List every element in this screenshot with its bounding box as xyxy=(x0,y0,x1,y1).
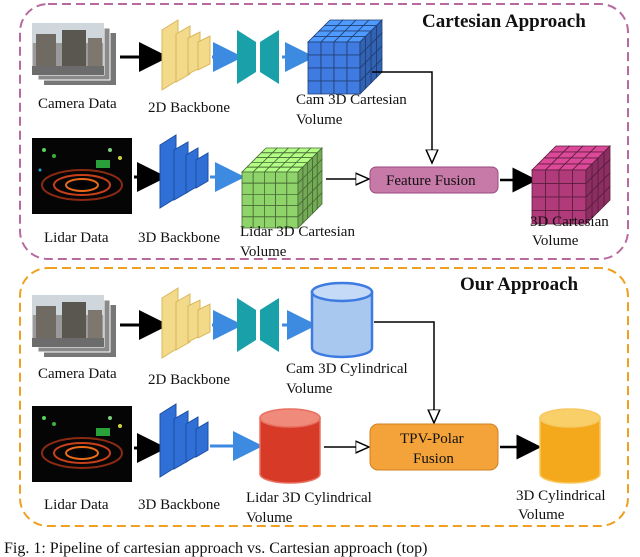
encoder-bottom xyxy=(237,298,256,352)
cartesian-panel xyxy=(19,3,629,260)
our-approach-title: Our Approach xyxy=(460,274,579,295)
lidar-data-image-bottom xyxy=(32,406,132,482)
backbone-3d-top xyxy=(159,134,209,209)
lidar-cylindrical-volume xyxy=(259,408,321,484)
cam-cartesian-volume-label-1: Cam 3D Cartesian xyxy=(296,92,407,108)
output-cylindrical-volume xyxy=(539,408,601,484)
backbone-3d-label-top: 3D Backbone xyxy=(138,230,220,246)
lidar-data-label-bottom: Lidar Data xyxy=(44,497,109,513)
encoder-top xyxy=(237,30,256,84)
output-cartesian-label-1: 3D Cartesian xyxy=(530,214,609,230)
camera-data-image xyxy=(31,22,116,85)
lidar-cylindrical-volume-label-1: Lidar 3D Cylindrical xyxy=(246,490,372,506)
camera-data-image-bottom xyxy=(31,294,116,357)
cam-cartesian-volume-label-2: Volume xyxy=(296,112,343,128)
lidar-cartesian-volume-label-2: Volume xyxy=(240,244,287,260)
output-cartesian-cube xyxy=(531,145,611,225)
camera-data-label: Camera Data xyxy=(38,96,117,112)
camera-data-label-bottom: Camera Data xyxy=(38,366,117,382)
lidar-data-label-top: Lidar Data xyxy=(44,230,109,246)
lidar-cylindrical-volume-label-2: Volume xyxy=(246,510,293,526)
lidar-cartesian-cube xyxy=(241,147,323,229)
lidar-cartesian-volume-label-1: Lidar 3D Cartesian xyxy=(240,224,355,240)
backbone-2d-top xyxy=(161,19,211,91)
backbone-3d-bottom xyxy=(159,403,209,478)
backbone-3d-label-bottom: 3D Backbone xyxy=(138,497,220,513)
output-cylindrical-label-1: 3D Cylindrical xyxy=(516,488,606,504)
output-cylindrical-label-2: Volume xyxy=(518,507,565,523)
lidar-data-image xyxy=(32,138,132,214)
cam-cylindrical-volume-label-2: Volume xyxy=(286,381,333,397)
tpv-polar-fusion-label-1: TPV-Polar xyxy=(400,431,464,447)
cam-cylindrical-volume-label-1: Cam 3D Cylindrical xyxy=(286,361,408,377)
tpv-polar-fusion-box xyxy=(369,423,499,471)
tpv-polar-fusion-label-2: Fusion xyxy=(413,451,454,467)
cartesian-title: Cartesian Approach xyxy=(422,11,586,32)
output-cartesian-label-2: Volume xyxy=(532,233,579,249)
feature-fusion-label: Feature Fusion xyxy=(386,173,476,189)
backbone-2d-label-bottom: 2D Backbone xyxy=(148,372,230,388)
backbone-2d-bottom xyxy=(161,287,211,359)
backbone-2d-label-top: 2D Backbone xyxy=(148,100,230,116)
cam-cylindrical-volume xyxy=(310,281,374,359)
cam-cartesian-cube xyxy=(307,19,383,95)
feature-fusion-box xyxy=(369,166,499,194)
figure-caption: Fig. 1: Pipeline of cartesian approach v… xyxy=(4,540,427,557)
